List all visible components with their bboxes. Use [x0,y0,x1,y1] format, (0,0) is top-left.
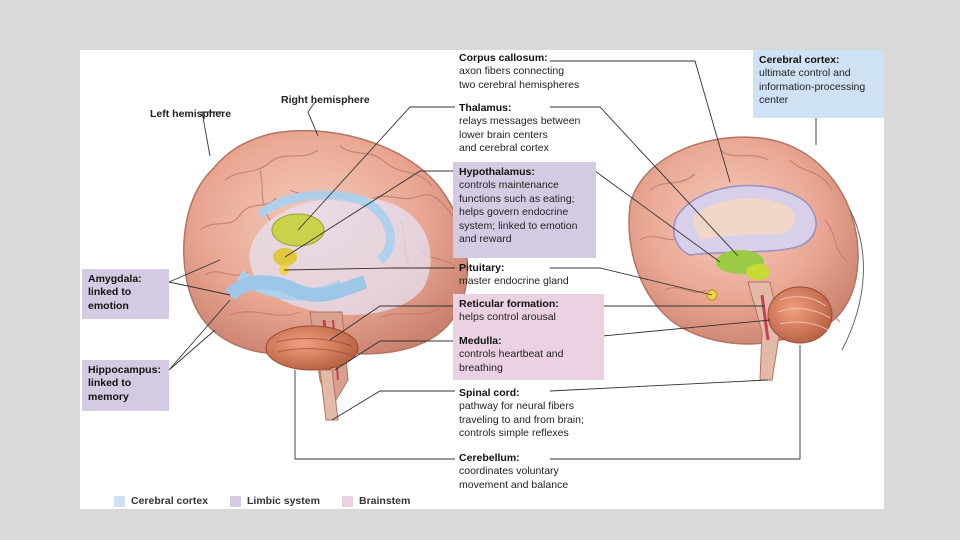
cerebral-cortex-label: Cerebral cortex: ultimate control and in… [753,50,884,118]
hippocampus-line: memory [88,390,129,403]
hypothalamus-line: functions such as eating; [459,192,575,205]
legend-swatch [114,495,125,507]
medulla-line: breathing [459,361,503,374]
thalamus-line: and cerebral cortex [459,142,549,155]
legend-swatch [342,495,353,507]
hypothalamus-line: and reward [459,233,512,246]
legend-item-brainstem: Brainstem [342,495,410,507]
legend-label: Limbic system [247,495,320,507]
cerebellum-line: coordinates voluntary [459,465,559,478]
cerebral-cortex-line: ultimate control and [759,67,851,80]
brainstem-label-box: Reticular formation: helps control arous… [453,294,604,380]
legend-label: Brainstem [359,495,411,507]
spinal-cord-line: pathway for neural fibers [459,400,574,413]
spinal-cord-line: controls simple reflexes [459,427,569,440]
thalamus-title: Thalamus: [459,102,512,114]
cerebral-cortex-line: center [759,94,789,107]
hypothalamus-title: Hypothalamus: [459,166,535,178]
hypothalamus-line: controls maintenance [459,179,559,192]
thalamus-label: Thalamus: relays messages between lower … [459,102,580,156]
medulla-label: Medulla: controls heartbeat and breathin… [459,335,598,375]
pituitary-line: master endocrine gland [459,275,569,288]
amygdala-line: emotion [88,299,129,312]
spinal-cord-title: Spinal cord: [459,387,520,399]
hypothalamus-label: Hypothalamus: controls maintenance funct… [453,162,596,258]
cerebral-cortex-title: Cerebral cortex: [759,54,840,66]
cerebellum-title: Cerebellum: [459,452,520,464]
left-brain [183,129,469,421]
thalamus-line: relays messages between [459,115,581,128]
cerebellum-line: movement and balance [459,478,569,491]
pituitary-label: Pituitary: master endocrine gland [459,262,569,289]
right-hemisphere-label: Right hemisphere [281,94,370,106]
reticular-formation-title: Reticular formation: [459,298,559,310]
medulla-title: Medulla: [459,334,502,347]
hypothalamus-line: system; linked to emotion [459,219,578,232]
corpus-callosum-title: Corpus callosum: [459,52,548,64]
brain-illustration [168,60,864,460]
hippocampus-label: Hippocampus: linked to memory [82,360,169,411]
hippocampus-title: Hippocampus: [88,364,161,376]
legend-item-cerebral-cortex: Cerebral cortex [114,495,208,507]
left-hemisphere-label: Left hemisphere [150,108,232,120]
spinal-cord-line: traveling to and from brain; [459,413,584,426]
corpus-callosum-line: two cerebral hemispheres [459,78,580,91]
cerebellum-label: Cerebellum: coordinates voluntary moveme… [459,452,568,492]
legend-label: Cerebral cortex [131,495,209,507]
leader-lines [168,60,817,460]
spinal-cord-label: Spinal cord: pathway for neural fibers t… [459,387,584,441]
legend-item-limbic-system: Limbic system [230,495,320,507]
hippocampus-line: linked to [88,377,132,390]
corpus-callosum-label: Corpus callosum: axon fibers connecting … [459,52,579,92]
corpus-callosum-line: axon fibers connecting [459,65,565,78]
cerebral-cortex-line: information-processing [759,80,866,93]
legend-swatch [230,495,241,507]
amygdala-title: Amygdala: [88,273,142,285]
amygdala-label: Amygdala: linked to emotion [82,269,169,319]
reticular-formation-line: helps control arousal [459,311,556,324]
amygdala-line: linked to [88,286,132,299]
medulla-line: controls heartbeat and [459,348,564,361]
thalamus-line: lower brain centers [459,128,548,141]
slide: Left hemisphere Right hemisphere Corpus … [80,50,884,509]
hypothalamus-line: helps govern endocrine [459,206,569,219]
pituitary-title: Pituitary: [459,262,505,274]
right-brain [628,136,864,381]
reticular-formation-label: Reticular formation: helps control arous… [459,298,598,325]
